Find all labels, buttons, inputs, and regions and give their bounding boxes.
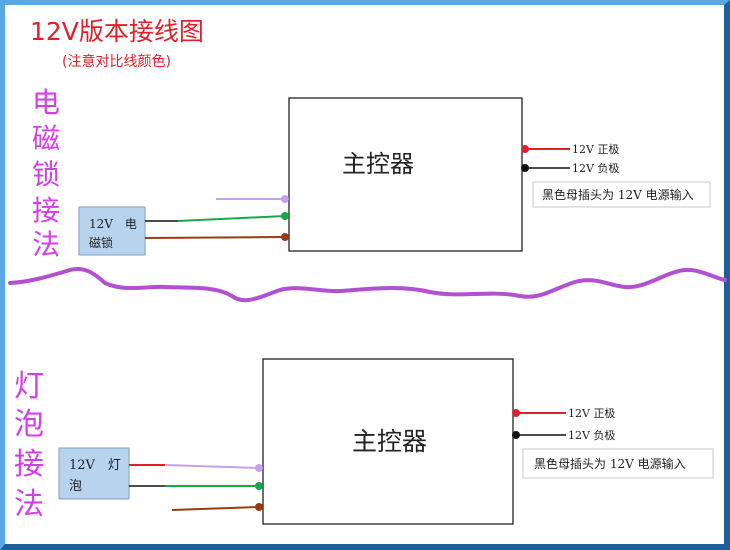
lamp-terminal-green	[255, 482, 263, 490]
lamp-wire-brown	[171, 506, 260, 511]
lock-device-label-line2: 磁锁	[89, 235, 113, 250]
lamp-device-label-line2: 泡	[69, 479, 82, 494]
lamp-note-box	[522, 448, 714, 479]
lock-controller-box	[288, 97, 523, 252]
lamp-device-box	[58, 447, 130, 500]
lamp-controller-label: 主控器	[352, 427, 427, 456]
page-title: 12V版本接线图	[30, 17, 204, 46]
lamp-vertical-label: 灯 泡 接 法	[14, 369, 44, 522]
lock-label-char-1: 电	[32, 86, 60, 119]
lamp-label-char-1: 灯	[14, 369, 44, 404]
lamp-terminal-purple	[255, 464, 263, 472]
lamp-controller-box	[262, 358, 514, 525]
lock-label-char-2: 磁	[32, 122, 60, 155]
lock-device-box	[78, 206, 146, 256]
section-divider-wave	[8, 267, 727, 303]
lamp-device-label-line1: 12V 灯	[69, 458, 121, 473]
lamp-wire-purple	[164, 464, 260, 469]
lock-wire-brown	[144, 236, 286, 239]
lock-wire-green	[177, 215, 286, 222]
lamp-negative-label: 12V 负极	[568, 428, 615, 442]
lock-positive-label: 12V 正极	[572, 142, 619, 156]
lock-label-char-4: 接	[32, 194, 60, 227]
lamp-label-char-2: 泡	[14, 407, 44, 442]
lamp-note-text: 黑色母插头为 12V 电源输入	[534, 456, 686, 471]
lock-terminal-positive	[521, 145, 529, 153]
lamp-label-char-3: 接	[14, 447, 44, 482]
lock-note-text: 黑色母插头为 12V 电源输入	[542, 187, 694, 202]
lamp-terminal-brown	[255, 503, 263, 511]
lock-vertical-label: 电 磁 锁 接 法	[32, 86, 60, 261]
lock-label-char-5: 法	[32, 228, 60, 261]
lock-label-char-3: 锁	[32, 158, 60, 191]
lock-terminal-negative	[521, 164, 529, 172]
lamp-terminal-negative	[512, 431, 520, 439]
lock-device-label-line1: 12V 电	[89, 217, 137, 231]
lock-terminal-purple	[281, 195, 289, 203]
lamp-terminal-positive	[512, 409, 520, 417]
lock-note-box	[532, 181, 711, 208]
lock-terminal-green	[281, 212, 289, 220]
lamp-positive-label: 12V 正极	[568, 406, 615, 420]
lock-negative-label: 12V 负极	[572, 161, 619, 175]
lock-terminal-brown	[281, 233, 289, 241]
lock-controller-label: 主控器	[342, 150, 414, 178]
page-subtitle: (注意对比线颜色)	[62, 53, 171, 70]
lamp-label-char-4: 法	[14, 487, 44, 522]
